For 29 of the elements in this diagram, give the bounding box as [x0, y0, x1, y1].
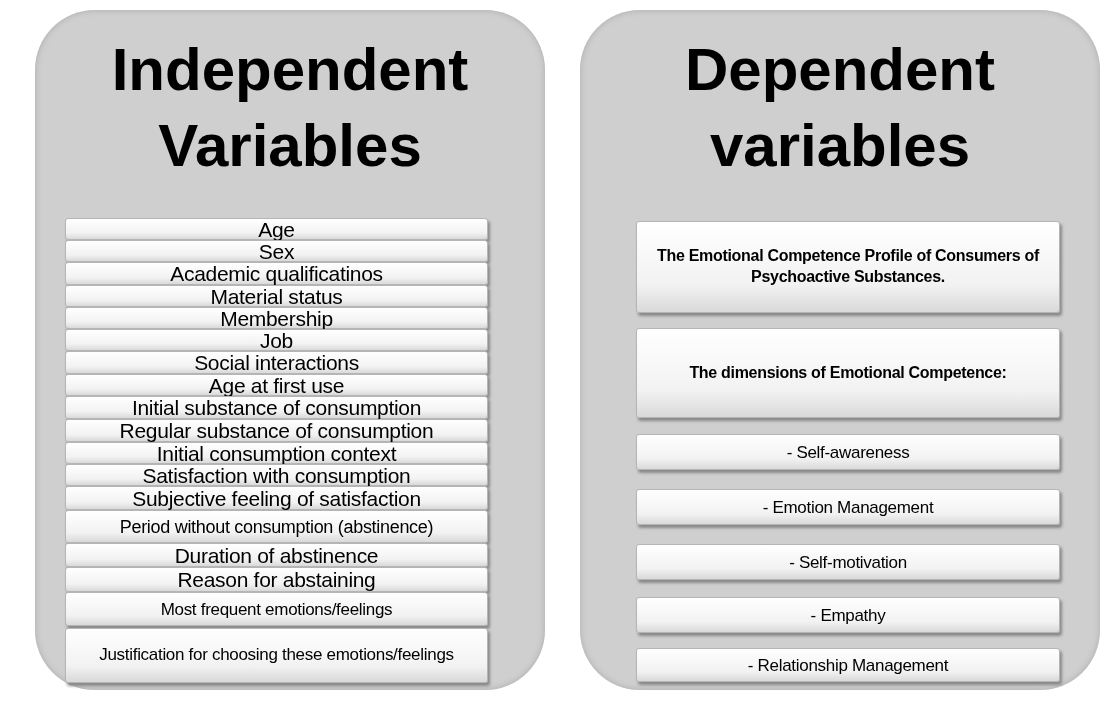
variable-bar: Academic qualificatinos [65, 262, 488, 285]
variable-bar: Most frequent emotions/feelings [65, 592, 488, 626]
heading-box: The dimensions of Emotional Competence: [636, 328, 1060, 418]
variable-bar: Justification for choosing these emotions/feelings [65, 628, 488, 683]
variable-bar: Duration of abstinence [65, 543, 488, 567]
variable-bar: - Emotion Management [636, 489, 1060, 525]
variable-bar: - Self-awareness [636, 434, 1060, 470]
variable-bar: - Relationship Management [636, 648, 1060, 682]
panel-card [35, 10, 545, 690]
variable-bar: - Self-motivation [636, 544, 1060, 580]
variable-bar: Material status [65, 285, 488, 307]
heading-box: The Emotional Competence Profile of Consumers of Psychoactive Substances. [636, 221, 1060, 313]
variable-bar: Membership [65, 307, 488, 329]
variable-bar: Initial consumption context [65, 442, 488, 464]
variable-bar: Initial substance of consumption [65, 396, 488, 419]
variable-bar: Subjective feeling of satisfaction [65, 486, 488, 510]
variable-bar: Sex [65, 240, 488, 262]
variable-bar: Period without consumption (abstinence) [65, 510, 488, 543]
variable-bar: Satisfaction with consumption [65, 464, 488, 486]
variable-bar: Reason for abstaining [65, 567, 488, 592]
panel-card [580, 10, 1100, 690]
variable-bar: Age [65, 218, 488, 240]
panel-title: Independent Variables [110, 35, 470, 181]
panel-title: Dependent variables [684, 35, 996, 181]
variable-bar: Age at first use [65, 374, 488, 396]
variable-bar: Regular substance of consumption [65, 419, 488, 442]
variable-bar: Job [65, 329, 488, 351]
variable-bar: Social interactions [65, 351, 488, 374]
variable-bar: - Empathy [636, 597, 1060, 633]
